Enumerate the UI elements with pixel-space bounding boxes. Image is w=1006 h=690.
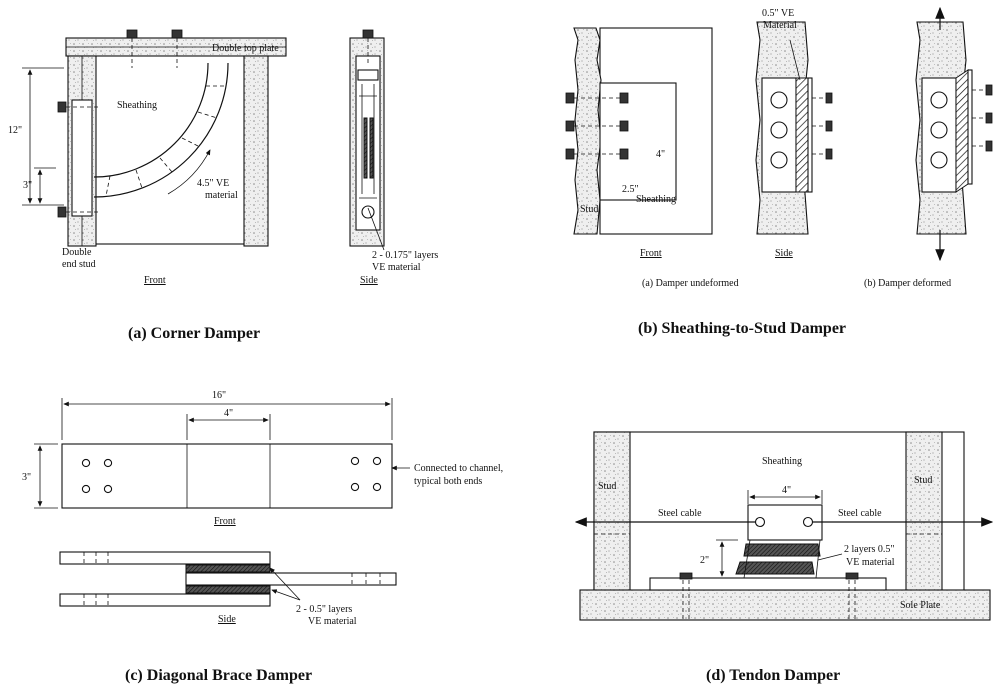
panel-sheathing-to-stud: 4" 2.5" Stud Sheathing Front 0.5" VE Mat…	[565, 6, 993, 337]
label-dim-4-b: 4"	[656, 149, 665, 160]
label-sheathing-b: Sheathing	[636, 194, 676, 205]
caption-c: (c) Diagonal Brace Damper	[125, 667, 312, 684]
brace-plate	[61, 443, 393, 509]
ve-layer-b	[795, 77, 809, 193]
brace-front: 16" 4" 3" Connected to channel, typical …	[22, 390, 503, 527]
label-dim-12: 12"	[8, 125, 22, 136]
label-sheathing-d: Sheathing	[762, 456, 802, 467]
label-undeformed: (a) Damper undeformed	[642, 278, 739, 289]
panel-corner-damper: Double top plate Sheathing 12" 3" 4.5" V…	[8, 29, 438, 342]
label-side-b: Side	[775, 248, 793, 259]
label-dim-25: 2.5"	[622, 184, 639, 195]
label-layers: 2 - 0.175" layers	[372, 250, 438, 261]
corner-damper-side: 2 - 0.175" layers VE material Side	[349, 29, 438, 286]
stud-b	[573, 27, 602, 235]
sts-front: 4" 2.5" Stud Sheathing Front	[565, 27, 713, 259]
caption-b: (b) Sheathing-to-Stud Damper	[638, 320, 846, 337]
label-side: Side	[360, 275, 378, 286]
label-dim-3: 3"	[23, 180, 32, 191]
label-end-stud-2: end stud	[62, 259, 96, 270]
label-stud-b: Stud	[580, 204, 598, 215]
ve-layer-deformed	[955, 69, 969, 193]
top-bolts	[126, 29, 183, 68]
label-layers-d-2: VE material	[846, 557, 895, 568]
ve-layer-2	[369, 117, 374, 179]
label-dim-3-c: 3"	[22, 472, 31, 483]
ve-layer-c1	[185, 564, 271, 573]
brace-side: 2 - 0.5" layers VE material Side	[59, 551, 397, 627]
panel-tendon-damper: Sheathing Stud Stud 4" Steel cable Steel…	[574, 431, 994, 684]
right-stud	[243, 55, 269, 247]
label-front-b: Front	[640, 248, 662, 259]
sole-plate	[579, 589, 991, 621]
label-sheathing: Sheathing	[117, 100, 157, 111]
sts-deformed	[915, 6, 993, 262]
label-dim-4-c: 4"	[224, 408, 233, 419]
label-deformed: (b) Damper deformed	[864, 278, 951, 289]
label-layers-c: 2 - 0.5" layers	[296, 604, 352, 615]
sheathing-panel	[94, 53, 246, 245]
corner-damper-front: Double top plate Sheathing 12" 3" 4.5" V…	[8, 29, 287, 286]
lower-plate	[59, 593, 271, 607]
label-connected: Connected to channel,	[414, 463, 503, 474]
label-ve-material: material	[205, 190, 238, 201]
caption-d: (d) Tendon Damper	[706, 667, 840, 684]
label-stud-left: Stud	[598, 481, 616, 492]
label-cable-right: Steel cable	[838, 508, 882, 519]
side-bolts-b	[812, 92, 833, 160]
label-sole-plate: Sole Plate	[900, 600, 941, 611]
label-stud-right: Stud	[914, 475, 932, 486]
bolts-b	[565, 92, 629, 160]
label-ve-b: 0.5" VE	[762, 8, 794, 19]
label-cable-left: Steel cable	[658, 508, 702, 519]
label-top-plate: Double top plate	[212, 43, 279, 54]
caption-a: (a) Corner Damper	[128, 325, 260, 342]
center-plate	[185, 572, 397, 586]
ve-layer-c2	[185, 585, 271, 594]
damper-plate-b	[599, 82, 677, 201]
label-dim-2: 2"	[700, 555, 709, 566]
label-layers-c-2: VE material	[308, 616, 357, 627]
label-connected-2: typical both ends	[414, 476, 482, 487]
brace-plate	[71, 99, 93, 217]
left-stud-d	[593, 431, 631, 593]
ve-layer-1	[363, 117, 368, 179]
upper-plate	[59, 551, 271, 565]
label-dim-16: 16"	[212, 390, 226, 401]
sts-side: 0.5" VE Material Side	[755, 8, 833, 259]
label-ve: 4.5" VE	[197, 178, 229, 189]
base-plate-d	[649, 577, 887, 591]
label-dim-4-d: 4"	[782, 485, 791, 496]
label-end-stud: Double	[62, 247, 92, 258]
damper-arc-outer	[93, 62, 229, 198]
label-side-c: Side	[218, 614, 236, 625]
label-front: Front	[144, 275, 166, 286]
ve-layer-d1	[743, 543, 821, 557]
damper-arc-inner	[93, 62, 209, 178]
label-layers-2: VE material	[372, 262, 421, 273]
ve-layer-d2	[735, 561, 815, 575]
side-bolts	[57, 101, 100, 218]
label-ve-material-b: Material	[763, 20, 797, 31]
label-layers-d: 2 layers 0.5"	[844, 544, 894, 555]
label-front-c: Front	[214, 516, 236, 527]
right-stud-d	[905, 431, 943, 593]
panel-diagonal-brace: 16" 4" 3" Connected to channel, typical …	[22, 390, 503, 684]
